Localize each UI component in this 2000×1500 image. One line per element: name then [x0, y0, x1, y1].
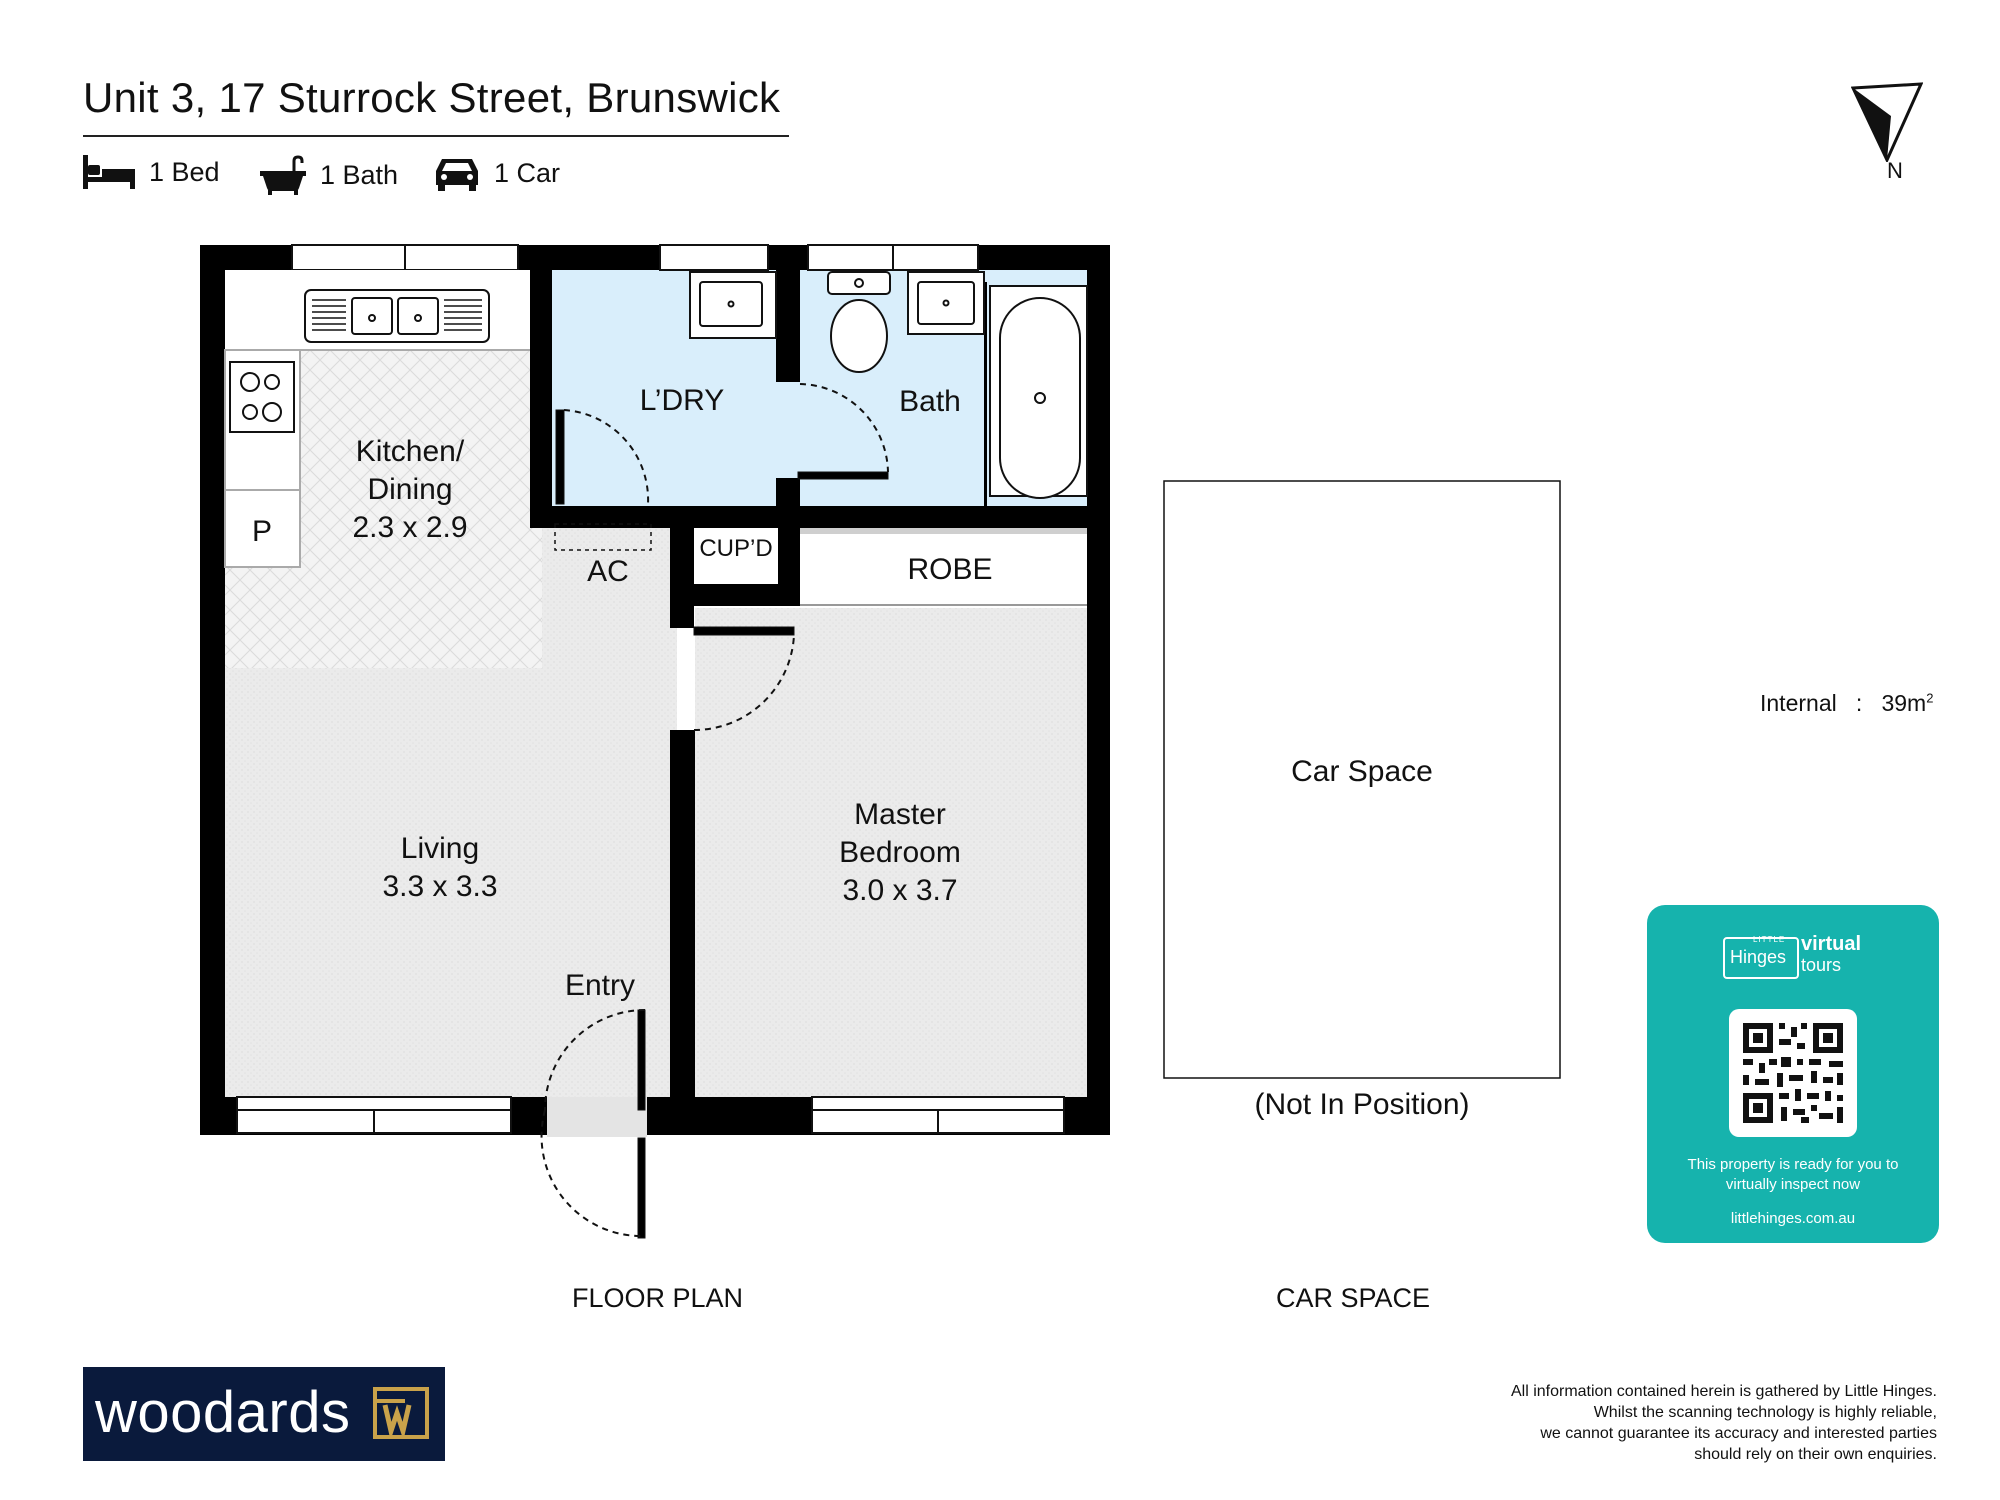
robe-label: ROBE — [907, 553, 993, 586]
tour-blurb: This property is ready for you to virtua… — [1687, 1156, 1899, 1193]
woodards-mark-icon — [373, 1387, 429, 1439]
car-space-note: (Not In Position) — [1254, 1088, 1470, 1121]
bathtub-icon — [260, 155, 306, 195]
bath-count: 1 Bath — [320, 159, 399, 190]
north-label: N — [1887, 158, 1903, 183]
car-space-label: Car Space — [1291, 755, 1433, 788]
cupboard-floor — [695, 528, 777, 584]
internal-label: Internal — [1760, 690, 1837, 716]
feature-bath: 1 Bath — [260, 155, 398, 195]
property-address: Unit 3, 17 Sturrock Street, Brunswick — [83, 74, 781, 121]
feature-car: 1 Car — [434, 155, 560, 191]
little-hinges-logo: LITTLE Hinges virtual tours — [1723, 933, 1873, 985]
kitchen-floor — [300, 350, 542, 668]
north-arrow-icon — [1851, 82, 1923, 162]
feature-bed: 1 Bed — [83, 155, 220, 189]
internal-value: 39m — [1881, 690, 1927, 716]
robe-floor — [800, 528, 1087, 606]
internal-separator: : — [1855, 690, 1863, 716]
bath-door-leaf — [797, 471, 889, 480]
entry-landing — [547, 1097, 647, 1137]
pantry — [224, 489, 301, 568]
entry-door-leaf — [637, 1009, 646, 1111]
agency-name: woodards — [95, 1380, 351, 1445]
car-space-outline — [1163, 480, 1561, 1079]
qr-code-icon — [1743, 1023, 1843, 1123]
ac-label: AC — [587, 555, 629, 588]
bath-label: Bath — [899, 385, 961, 418]
cooktop — [229, 361, 295, 433]
ac-unit — [554, 523, 652, 551]
title-underline — [83, 135, 789, 137]
brand-name: Hinges — [1730, 947, 1787, 967]
internal-area: Internal : 39m2 — [1760, 690, 1933, 717]
bedroom-floor — [695, 608, 1087, 1097]
cupboard-label: CUP’D — [699, 535, 773, 562]
qr-code[interactable] — [1729, 1009, 1857, 1137]
internal-unit-sup: 2 — [1926, 690, 1934, 706]
pantry-label: P — [251, 515, 272, 548]
car-count: 1 Car — [494, 157, 561, 188]
brand-virtual: virtual — [1801, 933, 1862, 955]
kitchen-label: Kitchen/ Dining 2.3 x 2.9 — [352, 435, 468, 544]
bedroom-door-leaf — [693, 626, 795, 636]
disclaimer: All information contained herein is gath… — [1510, 1383, 1937, 1463]
tour-url-link[interactable]: littlehinges.com.au — [1730, 1210, 1856, 1227]
laundry-door-leaf — [555, 409, 565, 505]
toilet-bowl — [830, 299, 888, 373]
car-icon — [436, 159, 478, 191]
living-label: Living 3.3 x 3.3 — [382, 832, 498, 903]
laundry-label: L’DRY — [639, 384, 725, 417]
bed-count: 1 Bed — [149, 156, 220, 187]
brand-small: LITTLE — [1753, 935, 1786, 944]
brand-tours: tours — [1801, 955, 1842, 975]
entry-label: Entry — [564, 969, 636, 1002]
kitchen-floor-left — [225, 567, 300, 668]
bedroom-label: Master Bedroom 3.0 x 3.7 — [839, 798, 961, 907]
car-space-caption: CAR SPACE — [1276, 1283, 1431, 1313]
virtual-tour-card[interactable]: LITTLE Hinges virtual tours — [1647, 905, 1939, 1243]
bed-icon — [83, 155, 135, 189]
floor-plan-caption: FLOOR PLAN — [572, 1283, 744, 1313]
woodards-logo: woodards — [83, 1367, 445, 1461]
